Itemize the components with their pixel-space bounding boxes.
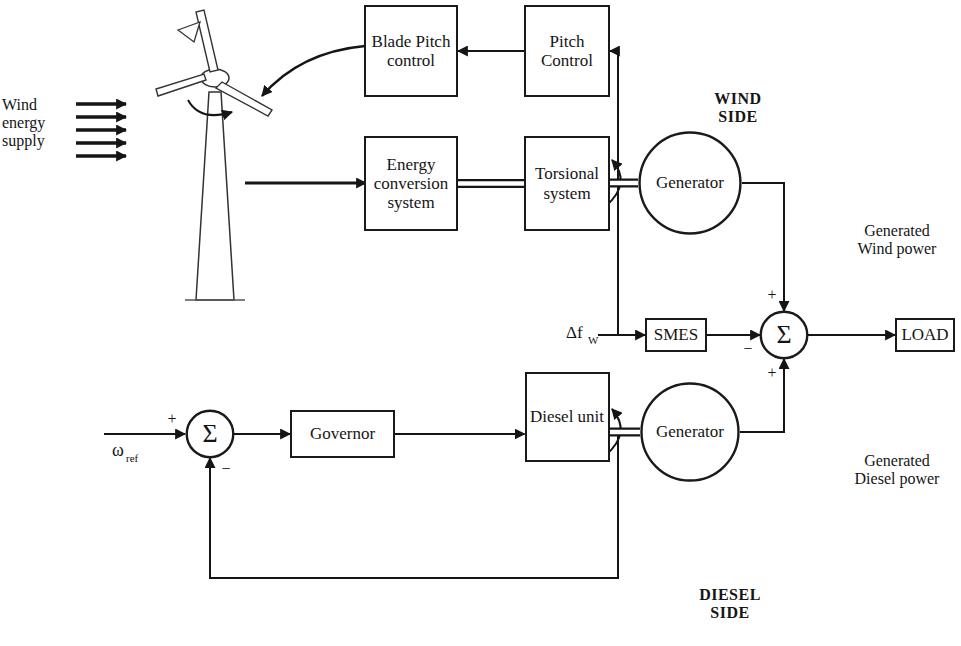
- side-heading: DIESEL SIDE: [688, 586, 772, 622]
- signal-name: Δf: [566, 323, 590, 342]
- rotation-arrow: [188, 100, 232, 115]
- signal-line: [598, 334, 618, 336]
- node-text: SMES: [654, 325, 698, 344]
- wind-arrow: [76, 115, 126, 119]
- wind-arrow: [76, 102, 126, 106]
- sign-label: −: [220, 460, 232, 478]
- shaft-core: [458, 181, 524, 186]
- load-box: LOAD: [895, 318, 955, 352]
- signal-subscript: W: [588, 334, 600, 346]
- output-label: Generated Wind power: [846, 222, 948, 258]
- control-box: Pitch Control: [524, 5, 610, 97]
- circle-shape: [642, 384, 739, 481]
- node-text: Torsional system: [526, 164, 608, 202]
- sign-label: +: [766, 286, 778, 304]
- signal-connector: [234, 433, 290, 435]
- wind-arrow: [76, 141, 126, 145]
- reference-arrow: [104, 433, 185, 435]
- signal-connector: [395, 433, 525, 435]
- output-label: Generated Diesel power: [846, 452, 948, 488]
- circle-shape: [187, 411, 234, 458]
- connector-group: [210, 51, 895, 578]
- turbine-blade: [196, 10, 218, 72]
- node-text: Governor: [310, 424, 375, 443]
- node-text: Energy conversion system: [366, 155, 456, 212]
- signal-connector: [618, 183, 645, 335]
- summing-junction: Σ: [186, 410, 234, 458]
- signal-connector: [742, 183, 784, 311]
- control-box: Blade Pitch control: [364, 5, 458, 97]
- turbine-blade: [216, 82, 272, 116]
- signal-connector: [808, 334, 895, 336]
- generator-circle: Generator: [638, 131, 742, 235]
- node-text: Pitch Control: [526, 32, 608, 70]
- process-box: Diesel unit: [525, 372, 610, 462]
- storage-box: SMES: [645, 318, 707, 352]
- shaft-core: [610, 430, 641, 435]
- signal-subscript: ref: [126, 452, 150, 464]
- shaft-connector: [610, 179, 638, 188]
- side-heading: WIND SIDE: [698, 90, 778, 126]
- generator-circle: Generator: [640, 382, 740, 482]
- wind-arrow: [76, 128, 126, 132]
- circle-shape: [640, 133, 741, 234]
- node-text: Generator: [656, 173, 724, 192]
- signal-connector: [740, 359, 784, 432]
- pitch-action-arrow: [262, 46, 365, 96]
- circle-shape: [761, 312, 808, 359]
- shaft-connector: [458, 179, 524, 188]
- node-text: Blade Pitch control: [366, 32, 456, 70]
- shaft-core: [610, 181, 638, 186]
- process-box: Torsional system: [524, 136, 610, 231]
- signal-connector: [707, 334, 760, 336]
- tail-vane: [178, 22, 200, 42]
- process-box: Energy conversion system: [364, 136, 458, 231]
- summing-junction: Σ: [760, 311, 808, 359]
- signal-connector: [458, 50, 524, 52]
- node-text: Diesel unit: [530, 407, 604, 426]
- turbine-blade: [156, 74, 206, 96]
- input-label: Wind energy supply: [2, 96, 74, 150]
- sum-symbol: Σ: [776, 320, 791, 349]
- sign-label: +: [766, 364, 778, 382]
- turbine-tower: [196, 92, 234, 300]
- wind-arrow: [76, 154, 126, 158]
- signal-name: ω: [112, 440, 128, 460]
- node-text: LOAD: [901, 325, 948, 344]
- rotor-input-arrow: [245, 182, 366, 185]
- signal-connector: [610, 51, 638, 183]
- shaft-connector: [610, 428, 641, 437]
- sum-symbol: Σ: [202, 419, 217, 448]
- process-box: Governor: [290, 410, 395, 458]
- tower-base: [185, 299, 245, 301]
- sign-label: +: [166, 410, 178, 428]
- node-text: Generator: [656, 422, 724, 441]
- sign-label: −: [742, 340, 754, 358]
